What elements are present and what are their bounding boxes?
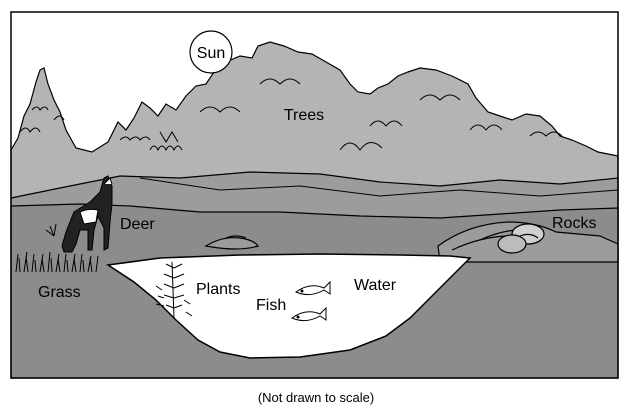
diagram-frame <box>10 11 619 379</box>
caption: (Not drawn to scale) <box>258 390 374 405</box>
water <box>105 253 472 359</box>
sun-label: Sun <box>197 45 225 62</box>
rocks-label: Rocks <box>552 215 596 232</box>
tree-foliage-detail <box>19 78 563 152</box>
trees <box>10 41 619 201</box>
fish-label: Fish <box>256 297 286 314</box>
grass <box>15 223 99 273</box>
sun-icon <box>189 30 233 74</box>
fish <box>290 280 331 322</box>
trees-label: Trees <box>284 107 324 124</box>
grass-label: Grass <box>38 284 81 301</box>
deer-label: Deer <box>120 216 155 233</box>
plants <box>155 261 193 319</box>
water-label: Water <box>354 277 397 294</box>
far-hills-ridge <box>139 177 619 197</box>
rocks <box>204 221 619 263</box>
plants-label: Plants <box>196 281 240 298</box>
deer <box>61 175 113 253</box>
